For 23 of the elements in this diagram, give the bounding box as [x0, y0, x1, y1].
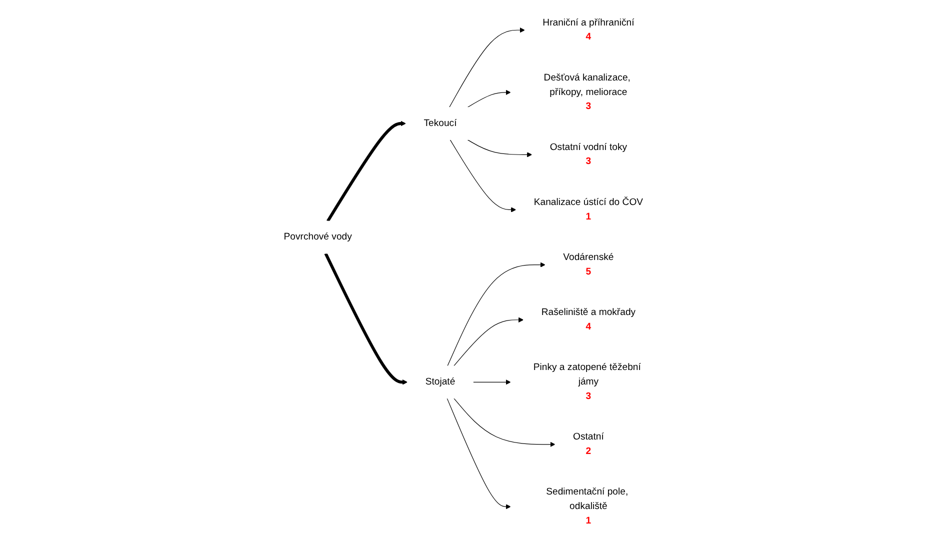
arrow — [448, 262, 546, 366]
node-text: Kanalizace ústící do ČOV 1 — [534, 197, 644, 222]
arrow — [450, 139, 517, 212]
arrow — [454, 398, 556, 448]
arrow — [468, 90, 512, 108]
node-text: Povrchové vody — [284, 232, 352, 242]
node-text: Dešťová kanalizace, příkopy, meliorace 3 — [544, 72, 631, 112]
arrow — [324, 252, 408, 385]
arrow — [449, 28, 526, 108]
arrow — [326, 120, 406, 222]
arrow — [473, 380, 512, 385]
node-text: Sedimentační pole, odkaliště 1 — [546, 486, 629, 526]
node-text: Ostatní vodní toky 3 — [550, 142, 628, 167]
node-text: Rašeliniště a mokřady 4 — [542, 307, 636, 332]
node-text: Pinky a zatopené těžební jámy 3 — [534, 362, 642, 402]
node-text: Stojaté — [426, 376, 456, 387]
node-text: Tekoucí — [424, 118, 458, 128]
node-text: Vodárenské 5 — [564, 252, 614, 277]
arrow — [447, 398, 512, 510]
arrow — [468, 139, 533, 158]
node-text: Hraniční a příhraniční 4 — [543, 18, 635, 42]
node-text: Ostatní 2 — [573, 432, 604, 456]
arrow — [454, 317, 524, 366]
